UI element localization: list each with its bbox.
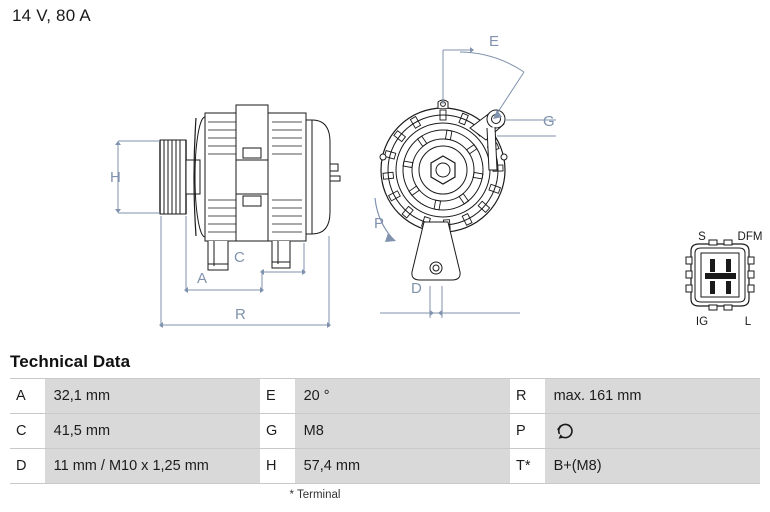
drive-end-housing: [193, 104, 307, 242]
connector-label-L: L: [745, 316, 752, 328]
connector-label-S: S: [698, 231, 706, 243]
spec-value-g: M8: [294, 413, 510, 449]
rotation-clockwise-icon: [554, 420, 576, 442]
terminal-footnote: * Terminal: [289, 489, 341, 501]
spec-key-t: T*: [509, 448, 545, 484]
shaft-hex-nut: [430, 155, 456, 185]
connector-label-IG: IG: [696, 316, 708, 328]
rear-cover: [305, 119, 341, 235]
pulley: [159, 139, 201, 215]
alternator-front-view: [379, 99, 508, 281]
spec-key-p: P: [509, 413, 545, 449]
dimension-label-E: E: [489, 33, 499, 50]
dimension-label-G: G: [543, 113, 555, 130]
spec-value-d: 11 mm / M10 x 1,25 mm: [44, 448, 260, 484]
spec-value-r: max. 161 mm: [544, 378, 760, 414]
technical-data-section: Technical Data A 32,1 mm E 20 ° R max. 1…: [0, 352, 770, 501]
connector-plug: S DFM IG L: [685, 231, 763, 328]
dimension-label-H: H: [110, 169, 121, 186]
technical-data-table: A 32,1 mm E 20 ° R max. 161 mm C 41,5 mm…: [10, 378, 760, 484]
table-row: A 32,1 mm E 20 ° R max. 161 mm: [10, 378, 760, 414]
dimension-label-D: D: [411, 280, 422, 297]
dimension-label-C: C: [234, 249, 245, 266]
spec-key-d: D: [10, 448, 45, 484]
spec-key-g: G: [259, 413, 295, 449]
table-row: C 41,5 mm G M8 P: [10, 413, 760, 449]
mounting-feet: [207, 241, 291, 271]
side-view-dimensions: H A C R: [110, 140, 331, 328]
dimension-label-R: R: [235, 306, 246, 323]
spec-key-r: R: [509, 378, 545, 414]
technical-data-heading: Technical Data: [10, 352, 131, 371]
dimension-label-A: A: [197, 270, 207, 287]
technical-drawing: H A C R: [110, 33, 763, 328]
spec-key-e: E: [259, 378, 295, 414]
spec-value-e: 20 °: [294, 378, 510, 414]
spec-value-a: 32,1 mm: [44, 378, 260, 414]
spec-key-a: A: [10, 378, 45, 414]
spec-value-t: B+(M8): [544, 448, 760, 484]
page-title: 14 V, 80 A: [12, 6, 91, 25]
spec-key-c: C: [10, 413, 45, 449]
connector-label-DFM: DFM: [738, 231, 763, 243]
spec-value-p: [544, 413, 760, 449]
front-view-dimensions: E G P D: [374, 33, 556, 318]
spec-value-c: 41,5 mm: [44, 413, 260, 449]
table-row: D 11 mm / M10 x 1,25 mm H 57,4 mm T* B+(…: [10, 448, 760, 484]
dimension-label-P: P: [374, 215, 384, 232]
alternator-side-view: [159, 104, 341, 271]
spec-value-h: 57,4 mm: [294, 448, 510, 484]
mounting-foot-front: [411, 221, 461, 281]
spec-key-h: H: [259, 448, 295, 484]
